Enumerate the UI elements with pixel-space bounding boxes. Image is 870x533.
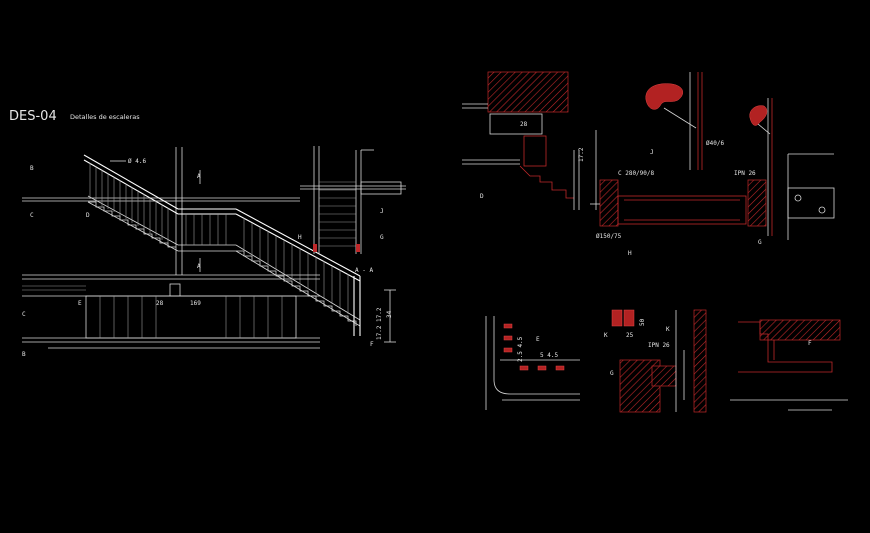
dim-rise-stack: 17.2 17.2 bbox=[376, 307, 383, 340]
dim-rise-172: 17.2 bbox=[578, 147, 585, 162]
mark-e-lower: E bbox=[78, 300, 82, 307]
mark-g-right: G bbox=[758, 239, 762, 246]
sheet-subtitle: Detalles de escaleras bbox=[70, 113, 140, 121]
mark-b-top: B bbox=[30, 165, 34, 172]
dim-pipe-150: Ø150/75 bbox=[596, 233, 622, 240]
detail-ipn-joint bbox=[611, 309, 707, 413]
mark-d-right: D bbox=[480, 193, 484, 200]
dim-plate-50: 50 bbox=[639, 318, 646, 326]
mark-d-left: D bbox=[86, 212, 90, 219]
lower-elevation bbox=[22, 274, 396, 349]
detail-tread-edge bbox=[485, 316, 580, 410]
dim-gaps-h: 5 4.5 bbox=[540, 352, 558, 359]
mark-a-mid: A bbox=[197, 263, 201, 270]
detail-f-beam bbox=[730, 319, 848, 411]
section-marks: B C D A A H G J A - A E C B F D J H G E … bbox=[22, 149, 812, 377]
detail-landing-section bbox=[462, 71, 597, 210]
mark-h-right: H bbox=[628, 250, 632, 257]
stair-elevation-left bbox=[22, 147, 406, 336]
dim-plate-25: 25 bbox=[626, 332, 634, 339]
dim-flat-28: 28 bbox=[520, 121, 528, 128]
mark-h-stair: H bbox=[298, 234, 302, 241]
mark-j-right: J bbox=[650, 149, 654, 156]
sheet-title: DES-04 bbox=[9, 109, 57, 124]
mark-g-bottom: G bbox=[610, 370, 614, 377]
section-a-a bbox=[313, 146, 402, 254]
dim-ipn-a: IPN 26 bbox=[734, 170, 756, 177]
dim-tread-169: 169 bbox=[190, 300, 201, 307]
detail-handrail-channel bbox=[590, 72, 835, 240]
mark-b-lower: B bbox=[22, 351, 26, 358]
dim-rail-tube: Ø 4.6 bbox=[128, 158, 146, 165]
dimension-labels: Ø 4.6 28 169 17.2 17.2 34 28 17.2 C 280/… bbox=[128, 121, 756, 362]
mark-a-a: A - A bbox=[355, 267, 373, 274]
mark-k-left: K bbox=[604, 332, 608, 339]
mark-a-top: A bbox=[197, 173, 201, 180]
mark-j-stair: J bbox=[380, 208, 384, 215]
dim-gaps-v: 2.5 4.5 bbox=[517, 336, 524, 362]
mark-k-right: K bbox=[666, 326, 670, 333]
mark-e-right: E bbox=[536, 336, 540, 343]
mark-g-stair: G bbox=[380, 234, 384, 241]
mark-f-right: F bbox=[808, 340, 812, 347]
mark-c-lower: C bbox=[22, 311, 26, 318]
dim-pipe-40: Ø40/6 bbox=[706, 140, 724, 147]
dim-tread-28: 28 bbox=[156, 300, 164, 307]
dim-channel: C 280/90/8 bbox=[618, 170, 655, 177]
dim-ipn-b: IPN 26 bbox=[648, 342, 670, 349]
mark-f-lower: F bbox=[370, 341, 374, 348]
dim-rise-side: 34 bbox=[386, 310, 393, 318]
mark-c-left: C bbox=[30, 212, 34, 219]
